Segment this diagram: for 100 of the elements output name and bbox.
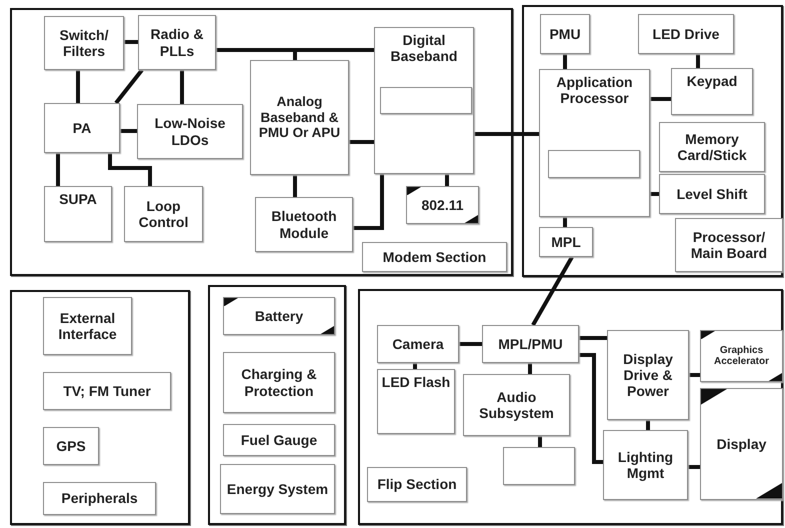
connector-line (688, 465, 700, 469)
block-box (548, 150, 640, 178)
block-label: TV; FM Tuner (63, 382, 151, 400)
block-box (43, 297, 132, 355)
connector-line (353, 174, 384, 230)
block-box (503, 447, 575, 485)
block-box (482, 325, 579, 363)
block-label: Camera (392, 336, 444, 352)
block-box (223, 424, 335, 456)
connector-line (120, 129, 137, 133)
block-box (603, 430, 688, 500)
section-panel (10, 290, 190, 525)
connector-line (124, 40, 138, 44)
block-box (220, 464, 335, 514)
block-label: LED Drive (652, 26, 720, 42)
block-label: Charging & Protection (240, 366, 318, 399)
connector-line (528, 363, 532, 374)
connector-line (474, 132, 539, 136)
block-box (374, 27, 474, 174)
block-box (377, 325, 459, 363)
block-label: Energy System (226, 480, 328, 498)
connector-line (180, 70, 184, 104)
block-label: Battery (254, 308, 304, 324)
block-box (406, 186, 479, 224)
block-label: Digital Baseband (390, 32, 458, 64)
block-box (700, 388, 783, 500)
block-label: Peripherals (61, 490, 138, 507)
block-box (43, 482, 156, 515)
block-label: Bluetooth Module (270, 208, 338, 241)
block-label: Processor/ Main Board (690, 228, 768, 262)
block-label: Low-Noise LDOs (154, 115, 226, 148)
block-box (250, 60, 349, 175)
block-label: Fuel Gauge (240, 432, 318, 448)
block-label: Radio & PLLs (150, 26, 204, 59)
block-label: Level Shift (676, 186, 748, 202)
block-box (44, 186, 112, 242)
connector-line (349, 140, 374, 144)
block-label: SUPA (59, 191, 97, 208)
block-label: GPS (56, 438, 86, 454)
connector-line (650, 192, 659, 196)
block-box (44, 103, 120, 153)
block-box (638, 14, 734, 54)
section-panel (10, 8, 513, 276)
connector-line (696, 54, 700, 68)
block-box (380, 87, 472, 114)
connector-line (563, 54, 567, 69)
block-box (223, 297, 335, 335)
block-box (659, 122, 765, 172)
block-box (43, 372, 171, 410)
connector-line (531, 256, 574, 326)
connector-line (56, 153, 60, 186)
block-label: Display (716, 436, 766, 452)
block-box (44, 16, 124, 70)
connector-line (459, 342, 482, 346)
block-box (137, 104, 243, 159)
block-box (659, 174, 765, 214)
connector-line (579, 353, 603, 464)
block-label: Application Processor (555, 74, 634, 106)
connector-line (114, 68, 144, 104)
connector-line (445, 174, 449, 186)
block-label: Audio Subsystem (478, 388, 555, 422)
block-label: Keypad (686, 73, 738, 90)
block-box (124, 186, 203, 242)
block-box (223, 352, 335, 413)
block-label: 802.11 (421, 196, 464, 214)
block-box (540, 14, 590, 54)
block-box (43, 427, 99, 465)
block-label: External Interface (57, 310, 118, 342)
connector-line (538, 436, 542, 447)
block-label: PA (72, 120, 92, 136)
block-box (539, 227, 593, 257)
section-panel (208, 285, 346, 525)
block-box (539, 69, 650, 217)
section-panel (522, 5, 783, 277)
block-box (607, 330, 689, 420)
block-label: Switch/ Filters (58, 26, 110, 60)
block-box (463, 374, 570, 436)
connector-line (76, 70, 80, 103)
connector-line (293, 175, 297, 197)
connector-line (563, 217, 567, 227)
block-label: Lighting Mgmt (616, 448, 674, 482)
block-label: MPL (551, 234, 581, 250)
block-box (700, 330, 783, 382)
connector-line (650, 97, 671, 101)
block-label: Analog Baseband & PMU Or APU (258, 94, 342, 141)
block-box (362, 242, 507, 272)
block-box (671, 68, 753, 115)
block-label: Display Drive & Power (622, 350, 674, 400)
block-label: Modem Section (382, 248, 486, 266)
block-box (367, 467, 467, 502)
connector-line (108, 153, 152, 186)
block-label: PMU (549, 26, 581, 42)
block-box (377, 369, 455, 434)
connector-line (413, 363, 417, 369)
connector-line (646, 420, 650, 430)
section-panel (358, 289, 783, 525)
connector-line (689, 373, 700, 377)
block-box (255, 197, 353, 252)
block-label: Graphics Accelerator (712, 344, 770, 368)
block-label: Loop Control (138, 198, 190, 230)
